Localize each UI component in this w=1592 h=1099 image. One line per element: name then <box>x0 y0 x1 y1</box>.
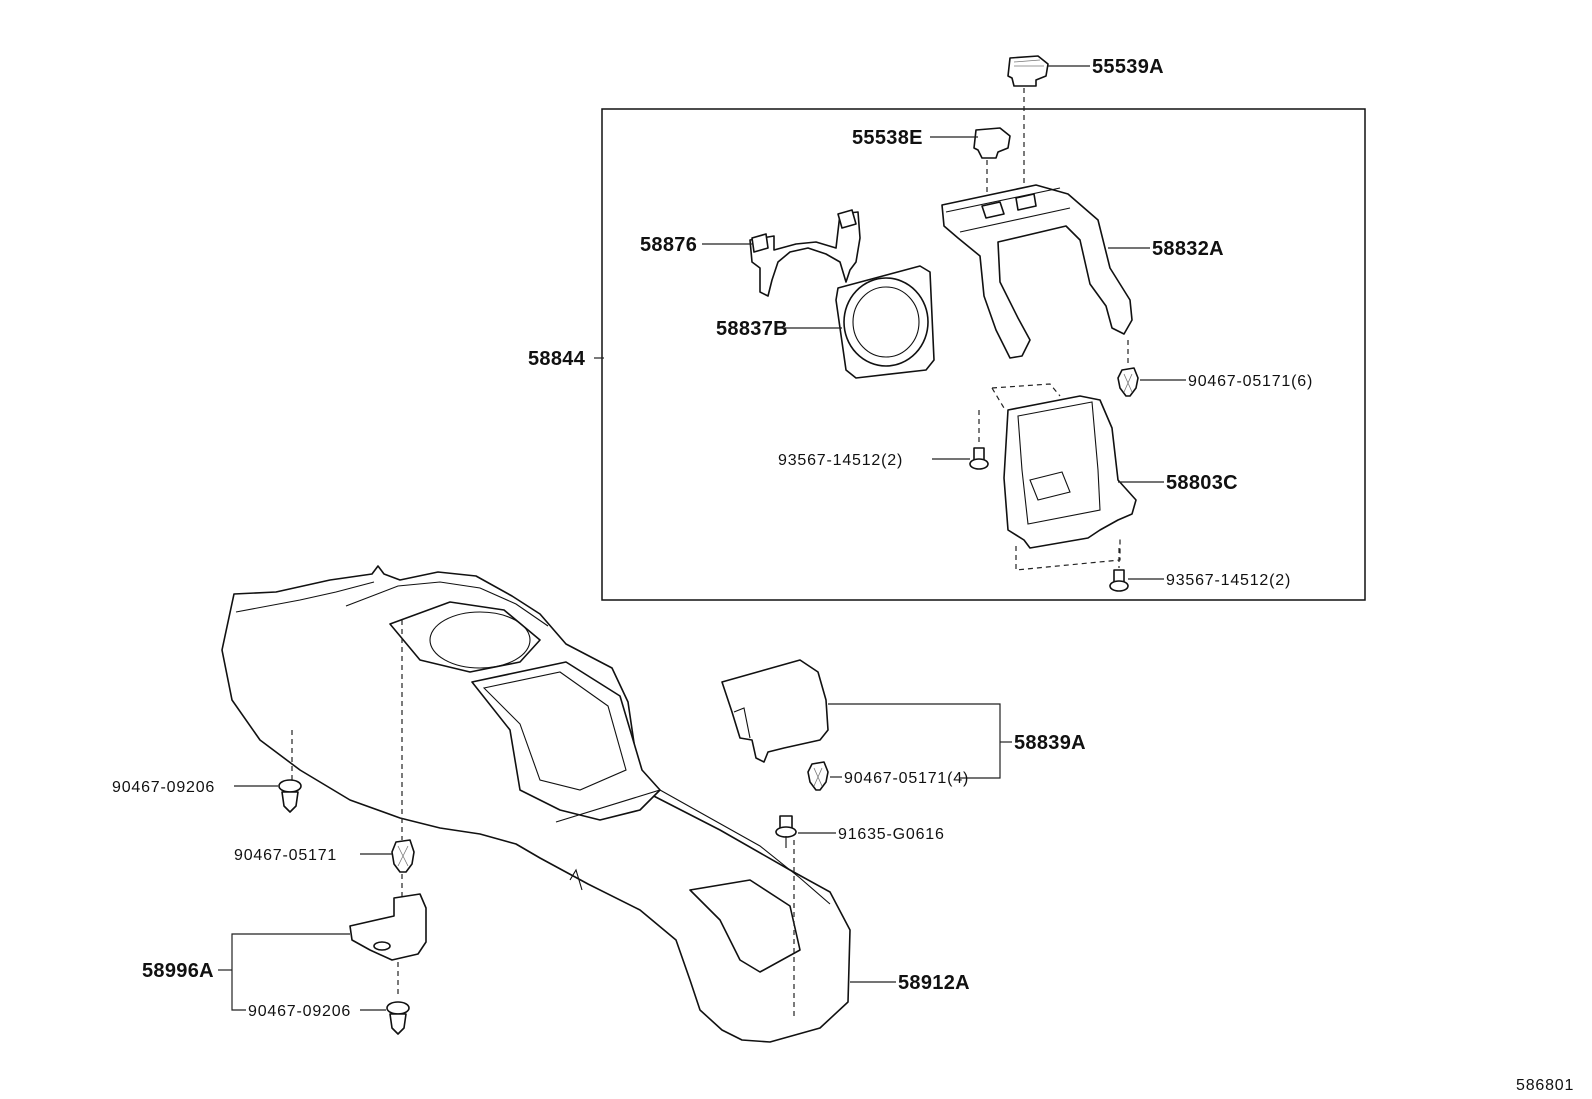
label-90467-09206-upper: 90467-09206 <box>112 779 215 796</box>
clip-90467-05171-6-drawing <box>1117 367 1139 397</box>
clip-90467-09206-lower-drawing <box>386 1001 410 1035</box>
part-58803c-drawing <box>991 383 1137 571</box>
label-90467-05171: 90467-05171 <box>234 847 337 864</box>
label-90467-09206-lower: 90467-09206 <box>248 1003 351 1020</box>
part-58839a-drawing <box>721 659 829 763</box>
part-58876-drawing <box>749 209 861 297</box>
clip-90467-05171-4-drawing <box>807 761 829 791</box>
part-55539a-drawing <box>1007 55 1049 87</box>
label-93567-14512-2-upper: 93567-14512(2) <box>778 452 903 469</box>
part-58832a-drawing <box>941 184 1133 359</box>
screw-93567-14512-lower-drawing <box>1109 569 1129 592</box>
label-55538e: 55538E <box>852 127 923 149</box>
subassembly-frame <box>601 108 1366 601</box>
label-58996a: 58996A <box>142 960 214 982</box>
label-58837b: 58837B <box>716 318 788 340</box>
screw-91635-g0616-drawing <box>775 815 797 848</box>
label-58876: 58876 <box>640 234 697 256</box>
figure-id: 586801 <box>1516 1077 1574 1094</box>
label-58803c: 58803C <box>1166 472 1238 494</box>
label-58844: 58844 <box>528 348 586 370</box>
label-55539a: 55539A <box>1092 56 1164 78</box>
clip-90467-05171-drawing <box>391 839 415 873</box>
label-93567-14512-2-lower: 93567-14512(2) <box>1166 572 1291 589</box>
part-58996a-drawing <box>349 893 427 961</box>
label-58912a: 58912A <box>898 972 970 994</box>
part-58837b-drawing <box>835 265 935 379</box>
label-90467-05171-6: 90467-05171(6) <box>1188 373 1313 390</box>
label-91635-g0616: 91635-G0616 <box>838 826 945 843</box>
label-90467-05171-4: 90467-05171(4) <box>844 770 969 787</box>
screw-93567-14512-upper-drawing <box>969 447 989 470</box>
label-58839a: 58839A <box>1014 732 1086 754</box>
clip-90467-09206-upper-drawing <box>278 779 302 813</box>
label-58832a: 58832A <box>1152 238 1224 260</box>
part-58912a-drawing <box>221 565 851 1043</box>
part-55538e-drawing <box>973 127 1011 159</box>
